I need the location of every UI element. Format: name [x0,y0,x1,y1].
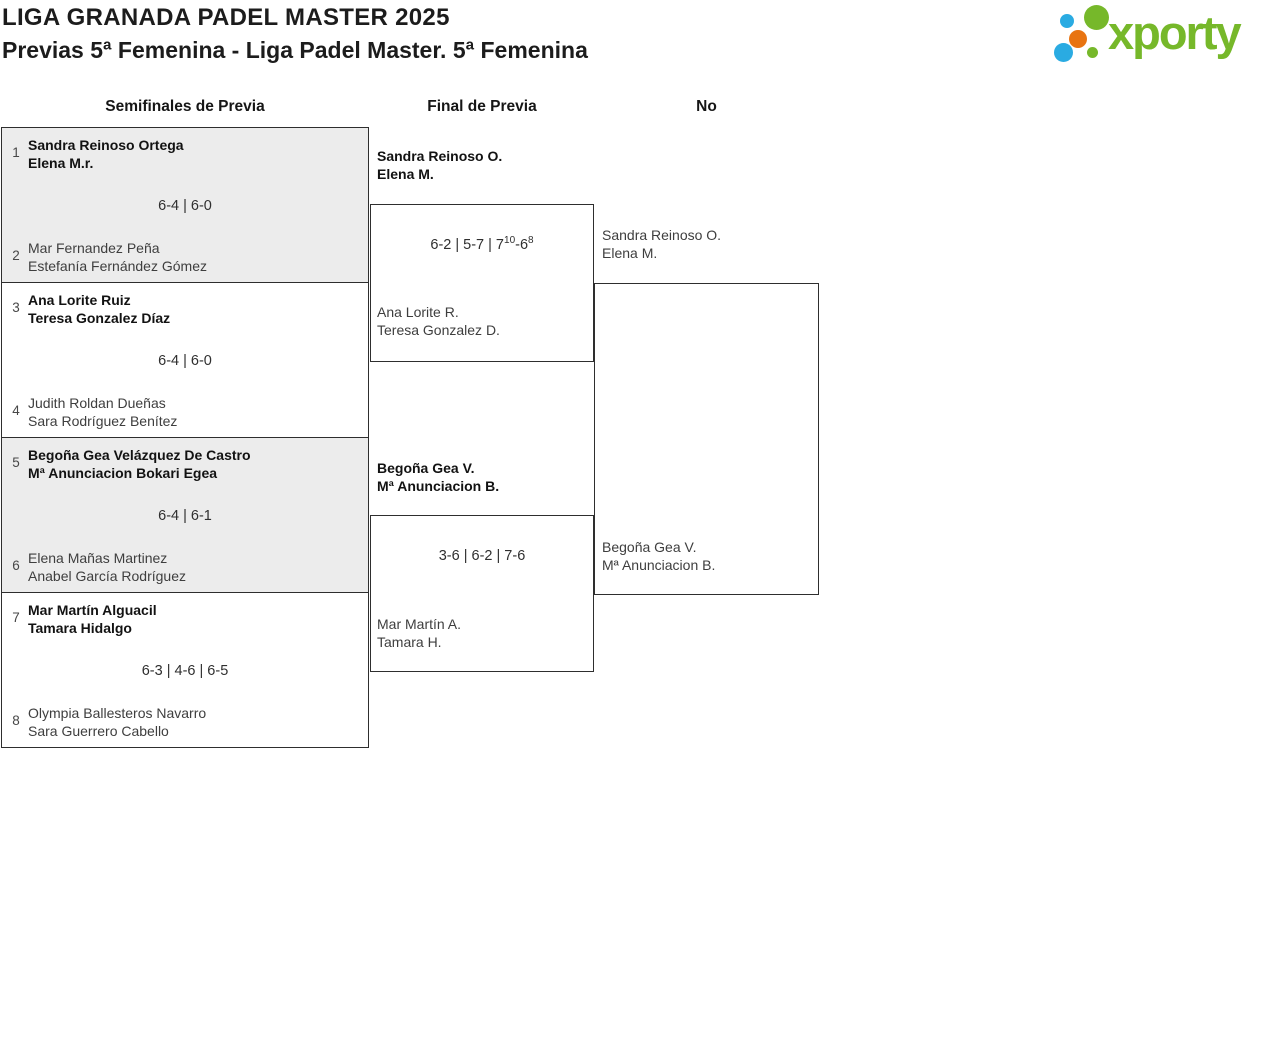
match-score: 6-4 | 6-1 [158,508,212,524]
match-box-final [594,283,819,595]
seed-number: 3 [12,300,20,315]
match-score: 6-4 | 6-0 [158,353,212,369]
player-name: Ana Lorite R. [377,304,459,320]
player-name: Mª Anunciacion B. [377,478,500,494]
match-box-r1-3: 5 Begoña Gea Velázquez De Castro Mª Anun… [1,437,369,593]
player-name: Elena Mañas Martinez [28,550,168,566]
team-pair: Sandra Reinoso O. Elena M. [377,147,502,183]
match-score: 6-3 | 4-6 | 6-5 [141,663,229,679]
team-pair: Judith Roldan Dueñas Sara Rodríguez Bení… [28,394,177,430]
player-name: Mar Martín A. [377,616,462,632]
match-box-r1-1: 1 Sandra Reinoso Ortega Elena M.r. 6-4 |… [1,127,369,283]
match-box-r2-2 [370,515,594,672]
player-name: Ana Lorite Ruiz [28,292,131,308]
player-name: Mar Fernandez Peña [28,240,160,256]
player-name: Sandra Reinoso Ortega [28,137,184,153]
team-pair: Ana Lorite Ruiz Teresa Gonzalez Díaz [28,291,170,327]
player-name: Tamara Hidalgo [28,620,132,636]
team-pair: Mar Fernandez Peña Estefanía Fernández G… [28,239,207,275]
match-box-r1-4: 7 Mar Martín Alguacil Tamara Hidalgo 6-3… [1,592,369,748]
team-pair: Ana Lorite R. Teresa Gonzalez D. [377,303,500,339]
team-pair: Mar Martín Alguacil Tamara Hidalgo [28,601,157,637]
column-header-semifinales: Semifinales de Previa [105,98,265,115]
player-name: Estefanía Fernández Gómez [28,258,207,274]
logo-dot-icon [1060,14,1074,28]
score-superscript: 8 [528,235,534,247]
logo-dot-icon [1087,47,1098,58]
seed-number: 1 [12,145,20,160]
player-name: Teresa Gonzalez D. [377,322,500,338]
player-name: Begoña Gea V. [602,539,697,555]
score-superscript: 10 [504,235,516,247]
seed-number: 4 [12,403,20,418]
player-name: Sara Guerrero Cabello [28,723,169,739]
player-name: Tamara H. [377,634,442,650]
player-name: Sara Rodríguez Benítez [28,413,178,429]
match-box-r2-1 [370,204,594,362]
player-name: Mª Anunciacion B. [602,557,716,573]
player-name: Begoña Gea V. [377,460,475,476]
seed-number: 7 [12,610,20,625]
player-name: Sandra Reinoso O. [602,227,722,243]
player-name: Elena M. [602,245,658,261]
player-name: Teresa Gonzalez Díaz [28,310,171,326]
column-header-final-previa: Final de Previa [427,98,537,115]
seed-number: 5 [12,455,20,470]
player-name: Sandra Reinoso O. [377,148,503,164]
team-pair: Begoña Gea V. Mª Anunciacion B. [602,538,715,574]
xporty-logo[interactable]: xporty [1050,0,1270,66]
team-pair: Olympia Ballesteros Navarro Sara Guerrer… [28,704,206,740]
page-title: LIGA GRANADA PADEL MASTER 2025 [2,4,450,31]
team-pair: Elena Mañas Martinez Anabel García Rodrí… [28,549,186,585]
player-name: Begoña Gea Velázquez De Castro [28,447,251,463]
match-score: 3-6 | 6-2 | 7-6 [438,548,526,564]
team-pair: Sandra Reinoso Ortega Elena M.r. [28,136,184,172]
seed-number: 2 [12,248,20,263]
team-pair: Begoña Gea Velázquez De Castro Mª Anunci… [28,446,251,482]
team-pair: Begoña Gea V. Mª Anunciacion B. [377,459,499,495]
match-box-r1-2: 3 Ana Lorite Ruiz Teresa Gonzalez Díaz 6… [1,282,369,438]
seed-number: 6 [12,558,20,573]
player-name: Elena M.r. [28,155,94,171]
team-pair: Sandra Reinoso O. Elena M. [602,226,721,262]
logo-dot-icon [1084,5,1109,30]
page-subtitle: Previas 5ª Femenina - Liga Padel Master.… [2,37,588,63]
match-score: 6-2 | 5-7 | 710-68 [370,235,594,253]
seed-number: 8 [12,713,20,728]
player-name: Anabel García Rodríguez [28,568,186,584]
xporty-wordmark: xporty [1108,6,1242,59]
player-name: Elena M. [377,166,434,182]
player-name: Judith Roldan Dueñas [28,395,166,411]
match-score: 6-4 | 6-0 [158,198,212,214]
logo-dot-icon [1054,43,1073,62]
column-header-no: No [696,98,717,115]
team-pair: Mar Martín A. Tamara H. [377,615,461,651]
logo-dot-icon [1069,30,1087,48]
score-text: -6 [515,237,529,253]
player-name: Mar Martín Alguacil [28,602,157,618]
player-name: Mª Anunciacion Bokari Egea [28,465,218,481]
score-text: 6-2 | 5-7 | 7 [430,237,505,253]
player-name: Olympia Ballesteros Navarro [28,705,207,721]
